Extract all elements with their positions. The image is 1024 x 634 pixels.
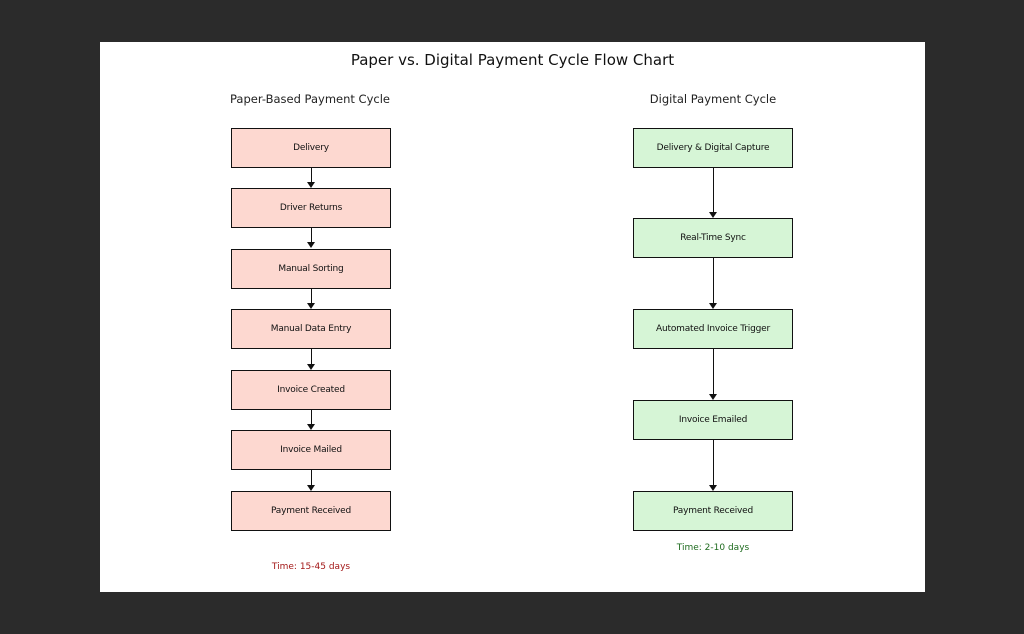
paper-column-heading: Paper-Based Payment Cycle (230, 92, 390, 106)
paper-arrow-4 (305, 349, 317, 370)
paper-arrow-1 (305, 168, 317, 188)
paper-step-payment-received: Payment Received (231, 491, 391, 531)
paper-arrow-2 (305, 228, 317, 248)
digital-column-heading: Digital Payment Cycle (649, 92, 777, 106)
digital-step-real-time-sync: Real-Time Sync (633, 218, 793, 258)
paper-step-driver-returns: Driver Returns (231, 188, 391, 228)
paper-step-invoice-mailed: Invoice Mailed (231, 430, 391, 470)
digital-step-automated-invoice-trigger: Automated Invoice Trigger (633, 309, 793, 349)
paper-step-manual-data-entry: Manual Data Entry (231, 309, 391, 349)
paper-arrow-3 (305, 289, 317, 309)
digital-arrow-3 (707, 349, 719, 400)
digital-cycle-time: Time: 2-10 days (676, 543, 750, 553)
paper-arrow-6 (305, 470, 317, 491)
digital-arrow-2 (707, 258, 719, 309)
paper-step-delivery: Delivery (231, 128, 391, 168)
paper-cycle-time: Time: 15-45 days (271, 562, 351, 572)
flowchart-canvas: Paper vs. Digital Payment Cycle Flow Cha… (100, 42, 925, 592)
chart-title: Paper vs. Digital Payment Cycle Flow Cha… (350, 51, 675, 69)
paper-step-invoice-created: Invoice Created (231, 370, 391, 410)
paper-arrow-5 (305, 410, 317, 430)
digital-arrow-4 (707, 440, 719, 491)
paper-step-manual-sorting: Manual Sorting (231, 249, 391, 289)
digital-arrow-1 (707, 168, 719, 218)
digital-step-invoice-emailed: Invoice Emailed (633, 400, 793, 440)
digital-step-payment-received: Payment Received (633, 491, 793, 531)
digital-step-delivery-digital-capture: Delivery & Digital Capture (633, 128, 793, 168)
